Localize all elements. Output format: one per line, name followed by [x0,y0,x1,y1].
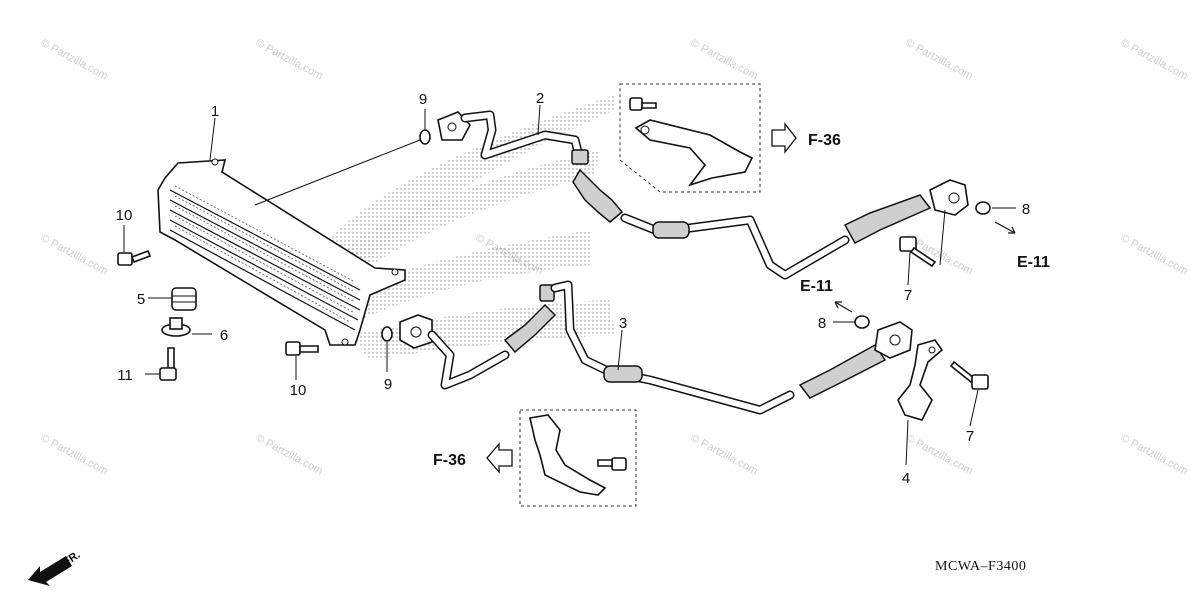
watermark: © Partzilla.com [39,37,110,82]
callout-7-lower[interactable]: 7 [966,428,974,445]
watermark: © Partzilla.com [39,232,110,277]
watermark: © Partzilla.com [689,432,760,477]
collar-6 [161,317,191,337]
callout-8-right[interactable]: 8 [1022,201,1030,218]
front-marker: FR. [28,549,83,586]
callout-11[interactable]: 11 [117,367,133,384]
watermark: © Partzilla.com [904,37,975,82]
callout-9-lower[interactable]: 9 [384,376,392,393]
detail-box-top [619,83,761,193]
watermark: © Partzilla.com [1119,432,1190,477]
ref-e11-mid[interactable]: E-11 [800,278,833,295]
detail-box-bottom [519,409,637,507]
watermark: © Partzilla.com [689,37,760,82]
rubber-mount-5 [171,287,197,311]
bolt-11 [159,347,177,381]
watermark: © Partzilla.com [1119,37,1190,82]
callout-4[interactable]: 4 [902,470,910,487]
oil-pipe-2 [437,110,969,280]
bolt-10-lower [285,341,319,356]
arrow-left-icon [486,442,513,474]
clamp-4 [897,339,944,421]
arrow-right-icon [771,122,797,154]
bolt-7-lower [949,360,989,390]
ref-f36-bottom[interactable]: F-36 [433,452,466,469]
leader-lines [123,104,1016,466]
callout-6[interactable]: 6 [220,327,228,344]
callout-1[interactable]: 1 [211,103,219,120]
callout-2[interactable]: 2 [536,90,544,107]
watermark: © Partzilla.com [1119,232,1190,277]
callout-9-upper[interactable]: 9 [419,91,427,108]
watermark: © Partzilla.com [254,432,325,477]
callout-3[interactable]: 3 [619,315,627,332]
watermark: © Partzilla.com [904,432,975,477]
ref-e11-right[interactable]: E-11 [1017,254,1050,271]
oil-cooler [157,158,406,346]
watermark: © Partzilla.com [39,432,110,477]
bolt-7-upper [899,236,937,268]
callout-10-lower[interactable]: 10 [290,382,307,399]
oil-pipe-3 [399,280,913,415]
callout-5[interactable]: 5 [137,291,145,308]
diagram-code: MCWA–F3400 [935,559,1026,574]
callout-10-left[interactable]: 10 [116,207,133,224]
arrow-e11-mid-icon [834,301,853,313]
washer-9-upper [419,129,431,145]
washer-9-lower [381,326,393,342]
bolt-10-left [117,249,152,266]
callout-8-mid[interactable]: 8 [818,315,826,332]
washer-8-right [975,201,991,215]
washer-8-mid [854,315,870,329]
callout-7-upper[interactable]: 7 [904,287,912,304]
watermark: © Partzilla.com [254,37,325,82]
ref-f36-top[interactable]: F-36 [808,132,841,149]
arrow-e11-right-icon [994,221,1016,234]
front-arrow-icon [28,556,72,586]
